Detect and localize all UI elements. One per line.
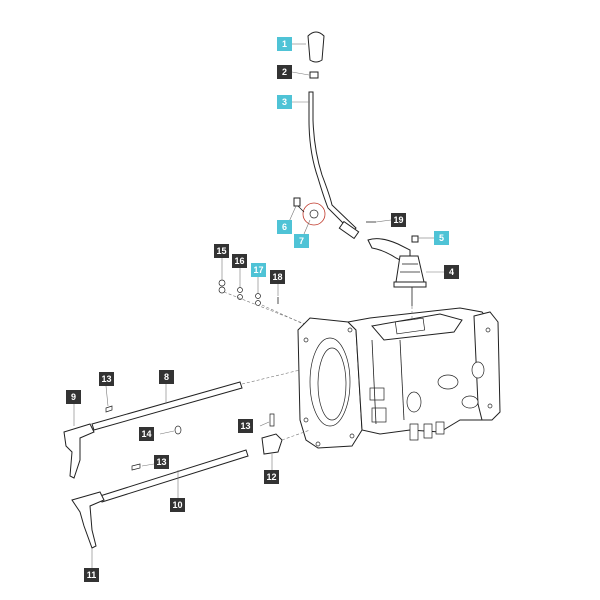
callout-2[interactable]: 2 [277,65,292,79]
pin-13-left-upper [105,405,113,413]
callout-18[interactable]: 18 [270,270,285,284]
shift-rod-lower [99,449,249,503]
callout-9[interactable]: 9 [66,390,81,404]
tower-base [393,281,427,288]
leader-19 [375,219,392,223]
callout-6[interactable]: 6 [277,220,292,234]
callout-15[interactable]: 15 [214,244,229,258]
washer-marker-circle [302,202,326,226]
callout-17[interactable]: 17 [251,263,266,277]
selector-block [261,433,283,455]
leader-13a [105,385,109,407]
leader-7 [303,219,311,235]
callout-10[interactable]: 10 [170,498,185,512]
leader-13b [141,463,155,467]
tower-boot [395,255,425,283]
leader-13c [259,421,270,427]
lever-end [338,220,360,240]
callout-13-right[interactable]: 13 [238,419,253,433]
knob-nut [309,71,319,79]
callout-12[interactable]: 12 [264,470,279,484]
bolt-shank [297,205,305,213]
pin-13-left-lower [131,463,141,471]
callout-14[interactable]: 14 [139,427,154,441]
ring-14 [174,425,182,435]
bolt-5 [411,235,419,243]
washer [309,209,319,219]
callout-1[interactable]: 1 [277,37,292,51]
callout-11[interactable]: 11 [84,568,99,582]
leader-14 [159,430,175,435]
callout-19[interactable]: 19 [391,213,406,227]
shift-fork-upper [63,423,95,479]
callout-16[interactable]: 16 [232,254,247,268]
leader-2 [291,71,310,76]
callout-4[interactable]: 4 [444,265,459,279]
pin-13-right [269,413,275,427]
callout-13-lower[interactable]: 13 [154,455,169,469]
callout-5[interactable]: 5 [434,231,449,245]
gear-lever [308,91,357,233]
callout-3[interactable]: 3 [277,95,292,109]
detent-parts [218,279,279,306]
shift-fork-lower [71,491,105,549]
gearbox-housing [297,307,501,449]
callout-7[interactable]: 7 [294,234,309,248]
callout-13-upper[interactable]: 13 [99,372,114,386]
lever-bolt [293,197,301,207]
callout-8[interactable]: 8 [159,370,174,384]
gear-knob [307,31,325,63]
shift-rod-upper [91,381,243,431]
